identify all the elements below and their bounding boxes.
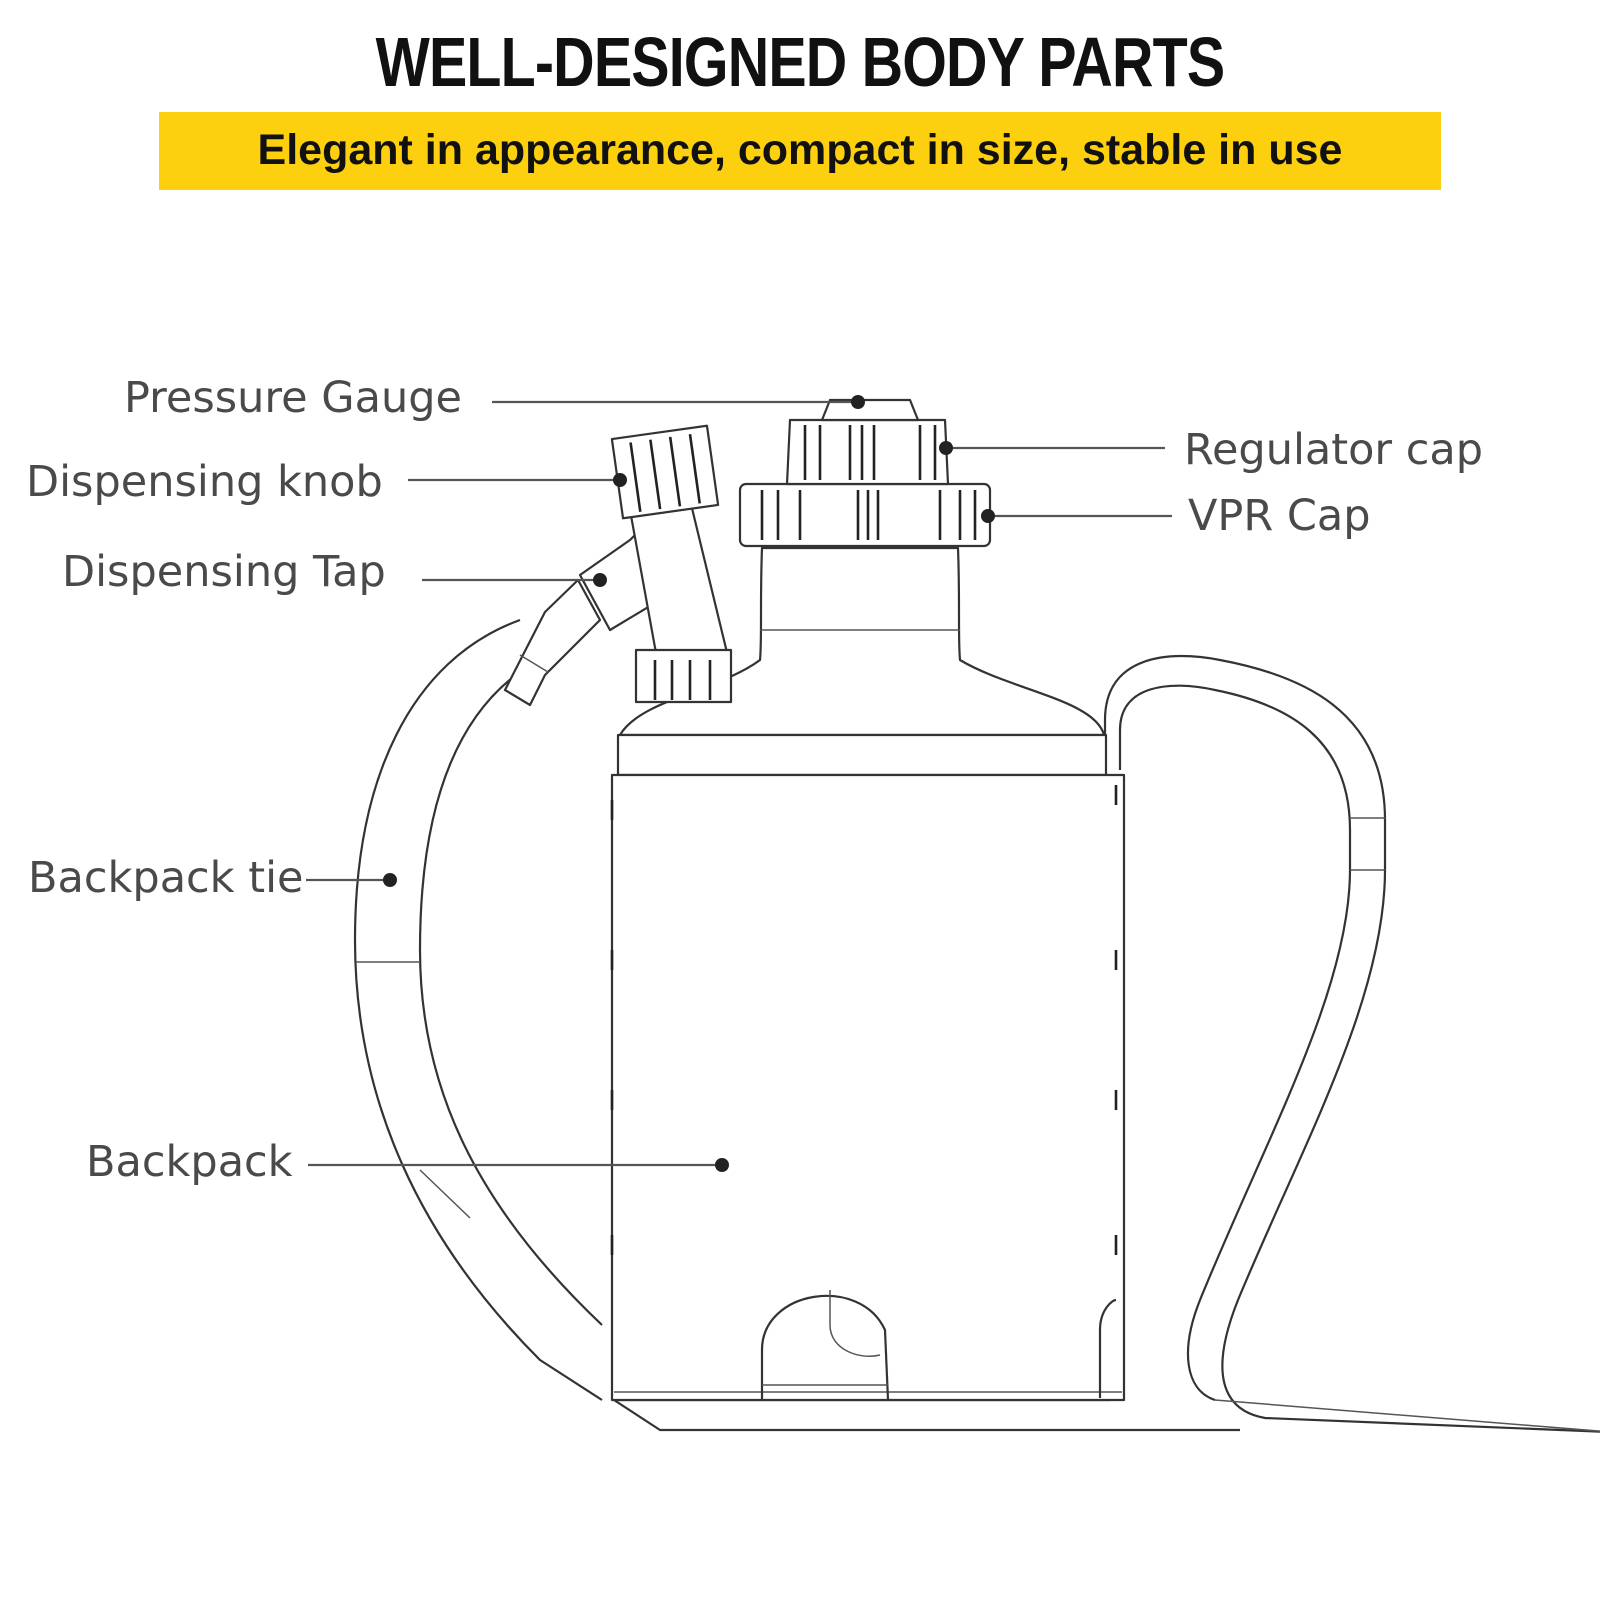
base-plate: [613, 1398, 1240, 1432]
leader-pressure-gauge: [492, 395, 865, 409]
vpr-cap: [738, 482, 992, 548]
backpack-body: [610, 733, 1126, 1402]
leader-dispensing-tap: [422, 573, 607, 587]
leader-backpack: [308, 1158, 729, 1172]
leader-dispensing-knob: [408, 473, 627, 487]
label-dispensing-tap: Dispensing Tap: [62, 547, 386, 597]
left-strap: [353, 618, 603, 1401]
label-vpr-cap: VPR Cap: [1188, 491, 1371, 541]
dispensing-tap: [503, 424, 733, 707]
regulator-cap: [785, 398, 950, 486]
leader-regulator-cap: [939, 441, 1165, 455]
page-title: WELL-DESIGNED BODY PARTS: [375, 23, 1226, 101]
label-pressure-gauge: Pressure Gauge: [124, 373, 462, 423]
label-backpack-tie: Backpack tie: [28, 853, 304, 903]
subtitle-text: Elegant in appearance, compact in size, …: [257, 126, 1343, 174]
right-strap: [1103, 654, 1600, 1433]
label-regulator-cap: Regulator cap: [1184, 425, 1483, 475]
label-dispensing-knob: Dispensing knob: [26, 457, 383, 507]
label-backpack: Backpack: [86, 1137, 293, 1187]
leader-vpr-cap: [981, 509, 1172, 523]
leader-backpack-tie: [306, 873, 397, 887]
subtitle-banner: Elegant in appearance, compact in size, …: [159, 112, 1441, 190]
